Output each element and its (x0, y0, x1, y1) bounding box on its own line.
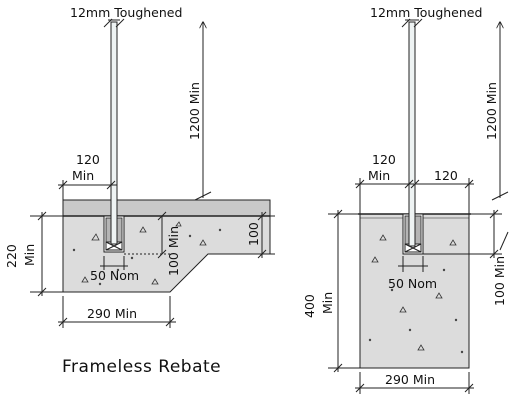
left-width-label: 290 Min (87, 306, 137, 321)
right-edge-dim-value: 120 (372, 152, 396, 167)
left-screed (62, 199, 271, 217)
left-detail (30, 18, 275, 328)
right-aggregate (368, 234, 464, 354)
left-edge-dim-unit: Min (72, 168, 94, 183)
left-depth-value: 220 (4, 244, 19, 268)
left-edge-dim-value: 120 (76, 152, 100, 167)
right-detail (328, 18, 509, 394)
right-edge-dim-unit: Min (368, 168, 390, 183)
right-nom-label: 50 Nom (388, 276, 437, 291)
left-rebate-label: 100 Min (166, 226, 181, 276)
right-depth-unit: Min (320, 292, 335, 314)
right-width-label: 290 Min (385, 372, 435, 387)
left-step-dim: 100 (246, 222, 261, 246)
left-glass-panel (110, 21, 118, 245)
left-height-label: 1200 Min (187, 82, 202, 140)
right-rebate-label: 100 Min (492, 256, 507, 306)
left-nom-label: 50 Nom (90, 268, 139, 283)
left-glass-label: 12mm Toughened (70, 5, 182, 20)
left-title: Frameless Rebate (62, 357, 221, 377)
right-glass-label: 12mm Toughened (370, 5, 482, 20)
right-height-label: 1200 Min (484, 82, 499, 140)
right-depth-value: 400 (302, 294, 317, 318)
left-depth-unit: Min (22, 244, 37, 266)
right-glass-panel (408, 21, 416, 247)
right-dim-120: 120 (434, 168, 458, 183)
left-aggregate (72, 221, 222, 286)
